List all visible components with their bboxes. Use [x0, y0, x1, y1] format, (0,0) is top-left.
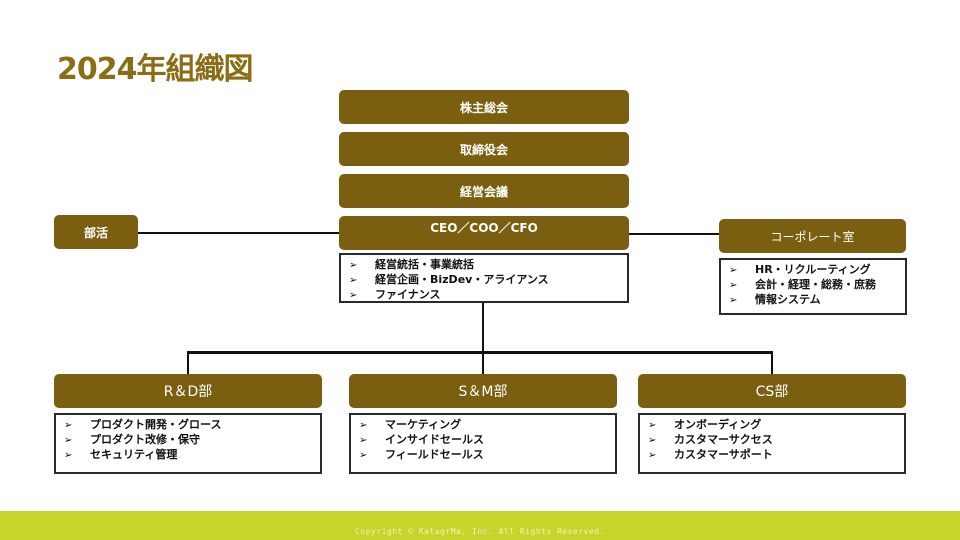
board-box: 取締役会 — [339, 132, 629, 166]
connector-drop-cs — [771, 351, 773, 374]
list-item-text: カスタマーサポート — [674, 448, 773, 461]
list-item-text: 会計・経理・総務・庶務 — [755, 278, 876, 291]
arrow-bullet-icon: ➢ — [648, 435, 657, 446]
connector-drop-rd — [187, 351, 189, 374]
list-item-text: プロダクト開発・グロース — [90, 418, 222, 431]
arrow-bullet-icon: ➢ — [359, 450, 368, 461]
cs-dept-label: CS部 — [755, 384, 789, 400]
arrow-bullet-icon: ➢ — [64, 450, 73, 461]
list-item: ➢ 経営統括・事業統括 — [349, 257, 627, 272]
arrow-bullet-icon: ➢ — [729, 295, 738, 306]
executives-label: CEO／COO／CFO — [430, 221, 538, 235]
list-item: ➢ 経営企画・BizDev・アライアンス — [349, 272, 627, 287]
executives-box: CEO／COO／CFO — [339, 216, 629, 250]
arrow-bullet-icon: ➢ — [359, 420, 368, 431]
executives-list: ➢ 経営統括・事業統括 ➢ 経営企画・BizDev・アライアンス ➢ ファイナンス — [339, 253, 629, 303]
shareholders-meeting-box: 株主総会 — [339, 90, 629, 124]
cs-dept-box: CS部 — [638, 374, 906, 408]
sm-dept-list: ➢ マーケティング ➢ インサイドセールス ➢ フィールドセールス — [349, 413, 617, 474]
arrow-bullet-icon: ➢ — [64, 435, 73, 446]
arrow-bullet-icon: ➢ — [349, 290, 358, 301]
management-meeting-label: 経営会議 — [459, 184, 508, 199]
list-item: ➢ ファイナンス — [349, 287, 627, 302]
list-item-text: カスタマーサクセス — [674, 433, 773, 446]
page-title: 2024年組織図 — [57, 52, 253, 87]
list-item-text: プロダクト改修・保守 — [90, 433, 200, 446]
list-item-text: インサイドセールス — [385, 433, 484, 446]
connector-right — [628, 233, 720, 235]
cs-dept-list: ➢ オンボーディング ➢ カスタマーサクセス ➢ カスタマーサポート — [638, 413, 906, 474]
arrow-bullet-icon: ➢ — [349, 275, 358, 286]
list-item: ➢ プロダクト開発・グロース — [64, 417, 320, 432]
arrow-bullet-icon: ➢ — [359, 435, 368, 446]
arrow-bullet-icon: ➢ — [648, 450, 657, 461]
footer-bar — [0, 511, 960, 540]
connector-horizontal-depts — [187, 351, 773, 354]
board-label: 取締役会 — [459, 142, 508, 157]
list-item: ➢ フィールドセールス — [359, 447, 615, 462]
list-item: ➢ マーケティング — [359, 417, 615, 432]
list-item: ➢ オンボーディング — [648, 417, 904, 432]
list-item-text: 情報システム — [755, 293, 821, 306]
list-item: ➢ カスタマーサポート — [648, 447, 904, 462]
arrow-bullet-icon: ➢ — [349, 260, 358, 271]
list-item: ➢ 情報システム — [729, 292, 905, 307]
list-item: ➢ カスタマーサクセス — [648, 432, 904, 447]
sm-dept-label: S＆M部 — [458, 384, 508, 400]
arrow-bullet-icon: ➢ — [648, 420, 657, 431]
copyright-text: Copyright © KatagrMa, Inc. All Rights Re… — [355, 527, 605, 536]
arrow-bullet-icon: ➢ — [729, 280, 738, 291]
rd-dept-list: ➢ プロダクト開発・グロース ➢ プロダクト改修・保守 ➢ セキュリティ管理 — [54, 413, 322, 474]
list-item-text: フィールドセールス — [385, 448, 484, 461]
club-activities-box: 部活 — [54, 215, 138, 249]
list-item: ➢ セキュリティ管理 — [64, 447, 320, 462]
rd-dept-box: R＆D部 — [54, 374, 322, 408]
corporate-office-label: コーポレート室 — [770, 229, 855, 244]
club-activities-label: 部活 — [83, 225, 108, 240]
list-item-text: マーケティング — [385, 418, 462, 431]
corporate-office-box: コーポレート室 — [719, 219, 906, 253]
list-item: ➢ インサイドセールス — [359, 432, 615, 447]
rd-dept-label: R＆D部 — [163, 384, 213, 400]
connector-vertical-main — [482, 302, 484, 374]
list-item: ➢ HR・リクルーティング — [729, 262, 905, 277]
sm-dept-box: S＆M部 — [349, 374, 617, 408]
arrow-bullet-icon: ➢ — [729, 265, 738, 276]
list-item-text: ファイナンス — [375, 288, 441, 301]
list-item-text: HR・リクルーティング — [755, 263, 871, 276]
arrow-bullet-icon: ➢ — [64, 420, 73, 431]
list-item-text: 経営企画・BizDev・アライアンス — [375, 273, 549, 286]
management-meeting-box: 経営会議 — [339, 174, 629, 208]
list-item: ➢ プロダクト改修・保守 — [64, 432, 320, 447]
list-item-text: オンボーディング — [674, 418, 762, 431]
shareholders-meeting-label: 株主総会 — [459, 100, 508, 115]
list-item-text: セキュリティ管理 — [90, 448, 178, 461]
list-item: ➢ 会計・経理・総務・庶務 — [729, 277, 905, 292]
list-item-text: 経営統括・事業統括 — [375, 258, 474, 271]
corporate-office-list: ➢ HR・リクルーティング ➢ 会計・経理・総務・庶務 ➢ 情報システム — [719, 258, 907, 315]
connector-left — [138, 232, 340, 234]
